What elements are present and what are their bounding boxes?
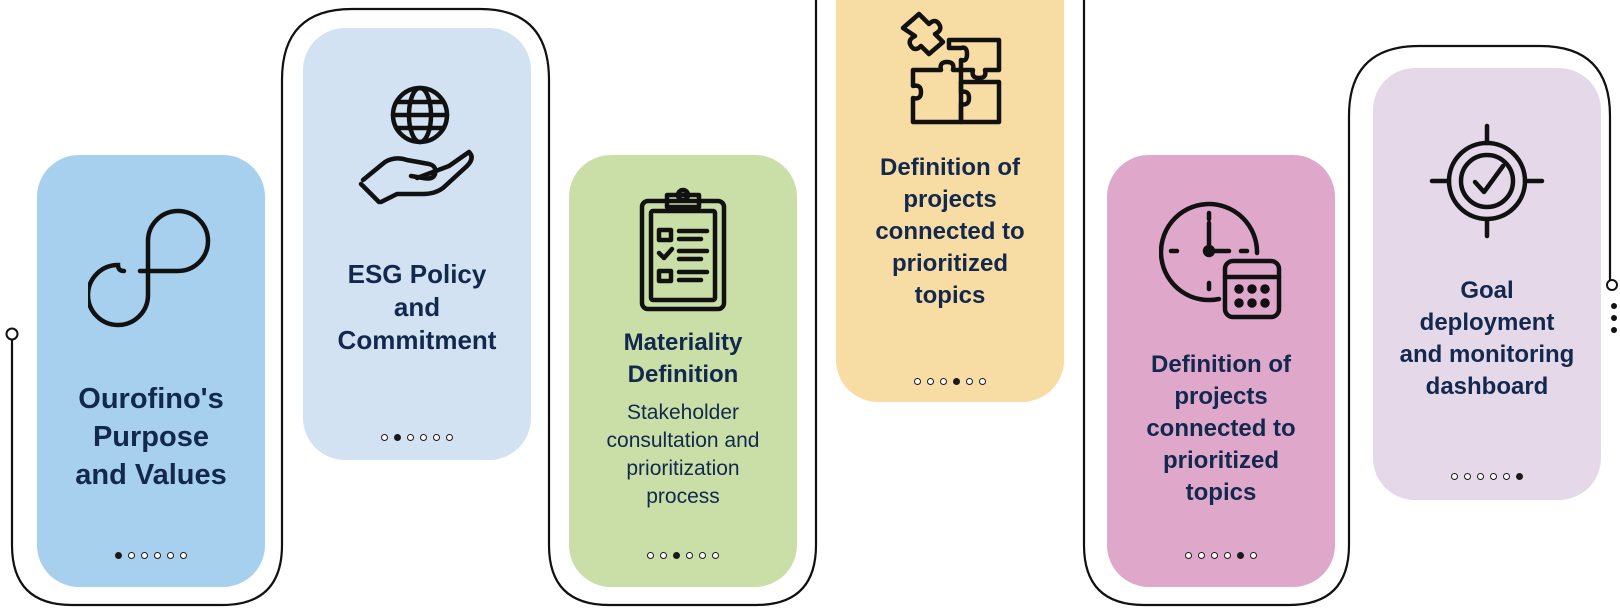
step-description: Stakeholder consultation and prioritizat… [606,401,760,508]
progress-dot [686,552,693,559]
progress-dot [1451,473,1458,480]
progress-dot [167,552,174,559]
progress-dot [128,552,135,559]
progress-dot [1490,473,1497,480]
step-title: Definition of projects connected to prio… [1146,351,1296,506]
step-progress-dots [836,378,1064,385]
progress-dot [660,552,667,559]
infinity-loop-icon [37,205,265,331]
progress-dot [1224,552,1231,559]
target-check-icon [1373,122,1601,240]
step-card-purpose: Ourofino's Purpose and Values [37,155,265,587]
clock-calendar-icon [1107,197,1335,321]
puzzle-pieces-icon [836,8,1064,126]
progress-dot [141,552,148,559]
progress-dot [927,378,934,385]
progress-dot [1477,473,1484,480]
progress-dot [420,434,427,441]
progress-dot [1185,552,1192,559]
step-progress-dots [1107,552,1335,559]
step-card-projects-2: Definition of projects connected to prio… [1107,155,1335,587]
progress-dot [699,552,706,559]
progress-dot [647,552,654,559]
step-title: Materiality Definition [623,329,743,388]
step-title: Goal deployment and monitoring dashboard [1399,277,1575,400]
progress-dot [953,378,960,385]
progress-dot [979,378,986,385]
progress-dot [180,552,187,559]
progress-dot [433,434,440,441]
step-card-projects: Definition of projects connected to prio… [836,0,1064,402]
progress-dot [966,378,973,385]
progress-dot [1250,552,1257,559]
clipboard-checklist-icon [569,185,797,313]
step-card-materiality: Materiality Definition Stakeholder consu… [569,155,797,587]
step-card-goal-dashboard: Goal deployment and monitoring dashboard [1373,68,1601,500]
progress-dot [115,552,122,559]
globe-in-hand-icon [303,84,531,206]
progress-dot [1237,552,1244,559]
step-card-esg-policy: ESG Policy and Commitment [303,28,531,460]
progress-dot [940,378,947,385]
progress-dot [914,378,921,385]
progress-dot [446,434,453,441]
progress-dot [381,434,388,441]
step-progress-dots [303,434,531,441]
progress-dot [712,552,719,559]
progress-dot [673,552,680,559]
progress-dot [1503,473,1510,480]
progress-dot [394,434,401,441]
progress-dot [1211,552,1218,559]
progress-dot [1464,473,1471,480]
step-progress-dots [569,552,797,559]
progress-dot [407,434,414,441]
step-title: ESG Policy and Commitment [337,259,497,355]
progress-dot [1516,473,1523,480]
step-title: Definition of projects connected to prio… [875,154,1025,309]
step-progress-dots [37,552,265,559]
progress-dot [1198,552,1205,559]
progress-dot [154,552,161,559]
step-progress-dots [1373,473,1601,480]
step-title: Ourofino's Purpose and Values [75,383,227,491]
